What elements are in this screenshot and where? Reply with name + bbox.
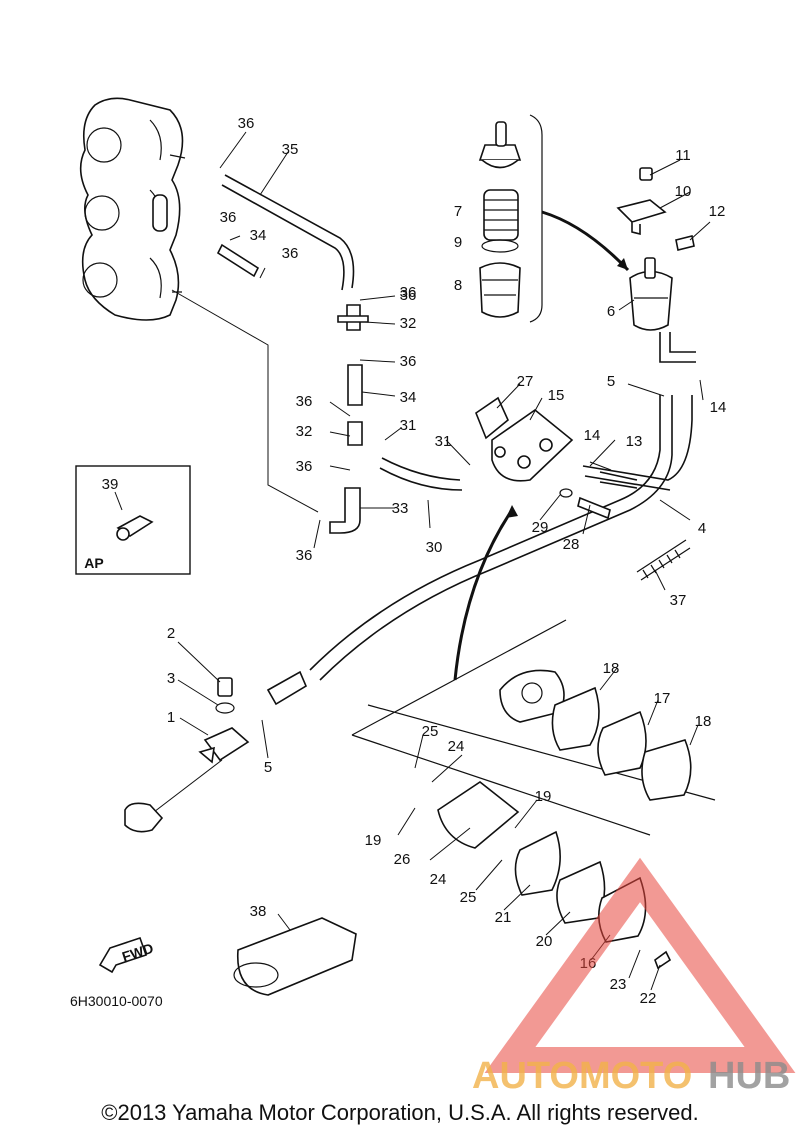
callout-30: 30 xyxy=(426,539,443,556)
callout-19: 19 xyxy=(535,788,552,805)
callout-18: 18 xyxy=(603,660,620,677)
callout-17: 17 xyxy=(654,690,671,707)
leader-lines xyxy=(114,131,711,991)
callout-11: 11 xyxy=(675,147,691,164)
callout-31: 31 xyxy=(435,433,452,450)
callout-36: 36 xyxy=(296,547,313,564)
callout-23: 23 xyxy=(610,976,627,993)
callout-14: 14 xyxy=(584,427,601,444)
callout-34: 34 xyxy=(400,389,417,406)
callout-26: 26 xyxy=(394,851,411,868)
callout-34: 34 xyxy=(250,227,267,244)
watermark-logo: AUTOMOTO HUB xyxy=(472,857,796,1097)
callout-9: 9 xyxy=(454,234,462,251)
callout-32: 32 xyxy=(296,423,313,440)
callout-12: 12 xyxy=(709,203,726,220)
callout-2: 2 xyxy=(167,625,175,642)
callout-38: 38 xyxy=(250,903,267,920)
callout-1: 1 xyxy=(167,709,175,726)
callout-7: 7 xyxy=(454,203,462,220)
callout-19: 19 xyxy=(365,832,382,849)
callout-36: 36 xyxy=(220,209,237,226)
callout-13: 13 xyxy=(626,433,643,450)
callout-25: 25 xyxy=(422,723,439,740)
callout-36: 36 xyxy=(238,115,255,132)
callout-5: 5 xyxy=(264,759,272,776)
callout-25: 25 xyxy=(460,889,477,906)
fuel-joint xyxy=(124,677,250,833)
fuel-filter-parts xyxy=(478,114,630,323)
callout-21: 21 xyxy=(495,909,512,926)
engine-block xyxy=(79,97,186,321)
callout-29: 29 xyxy=(532,519,549,536)
callout-31: 31 xyxy=(400,417,417,434)
callout-15: 15 xyxy=(548,387,565,404)
callout-8: 8 xyxy=(454,277,462,294)
hoses-upper xyxy=(171,174,693,706)
callout-37: 37 xyxy=(670,592,687,609)
fuel-filter-assembly xyxy=(616,167,696,363)
callout-28: 28 xyxy=(563,536,580,553)
callout-36: 36 xyxy=(296,393,313,410)
inset-label-ap: AP xyxy=(84,555,103,571)
callout-14: 14 xyxy=(710,399,727,416)
callout-22: 22 xyxy=(640,990,657,1007)
callout-20: 20 xyxy=(536,933,553,950)
callout-4: 4 xyxy=(698,520,706,537)
fuel-pump xyxy=(453,396,611,681)
callout-35: 35 xyxy=(282,141,299,158)
callout-6: 6 xyxy=(607,303,615,320)
watermark-part1: AUTOMOTO xyxy=(472,1055,692,1097)
callout-36: 36 xyxy=(400,353,417,370)
callout-36: 36 xyxy=(296,458,313,475)
callout-33: 33 xyxy=(392,500,409,517)
callout-36: 36 xyxy=(400,287,417,304)
callout-24: 24 xyxy=(430,871,447,888)
watermark-part2: HUB xyxy=(708,1055,790,1097)
document-code: 6H30010-0070 xyxy=(70,993,163,1009)
callout-36: 36 xyxy=(400,284,417,301)
callout-10: 10 xyxy=(675,183,692,200)
callout-36: 36 xyxy=(282,245,299,262)
misc-parts xyxy=(98,539,691,996)
callout-3: 3 xyxy=(167,670,175,687)
callout-5: 5 xyxy=(607,373,615,390)
callout-27: 27 xyxy=(517,373,534,390)
callouts: 36 35 36 34 36 36 32 36 34 36 32 31 36 3… xyxy=(84,115,726,1007)
callout-24: 24 xyxy=(448,738,465,755)
callout-39: 39 xyxy=(102,476,119,493)
callout-18: 18 xyxy=(695,713,712,730)
ap-inset xyxy=(75,465,191,575)
callout-32: 32 xyxy=(400,315,417,332)
copyright-text: ©2013 Yamaha Motor Corporation, U.S.A. A… xyxy=(101,1100,699,1125)
